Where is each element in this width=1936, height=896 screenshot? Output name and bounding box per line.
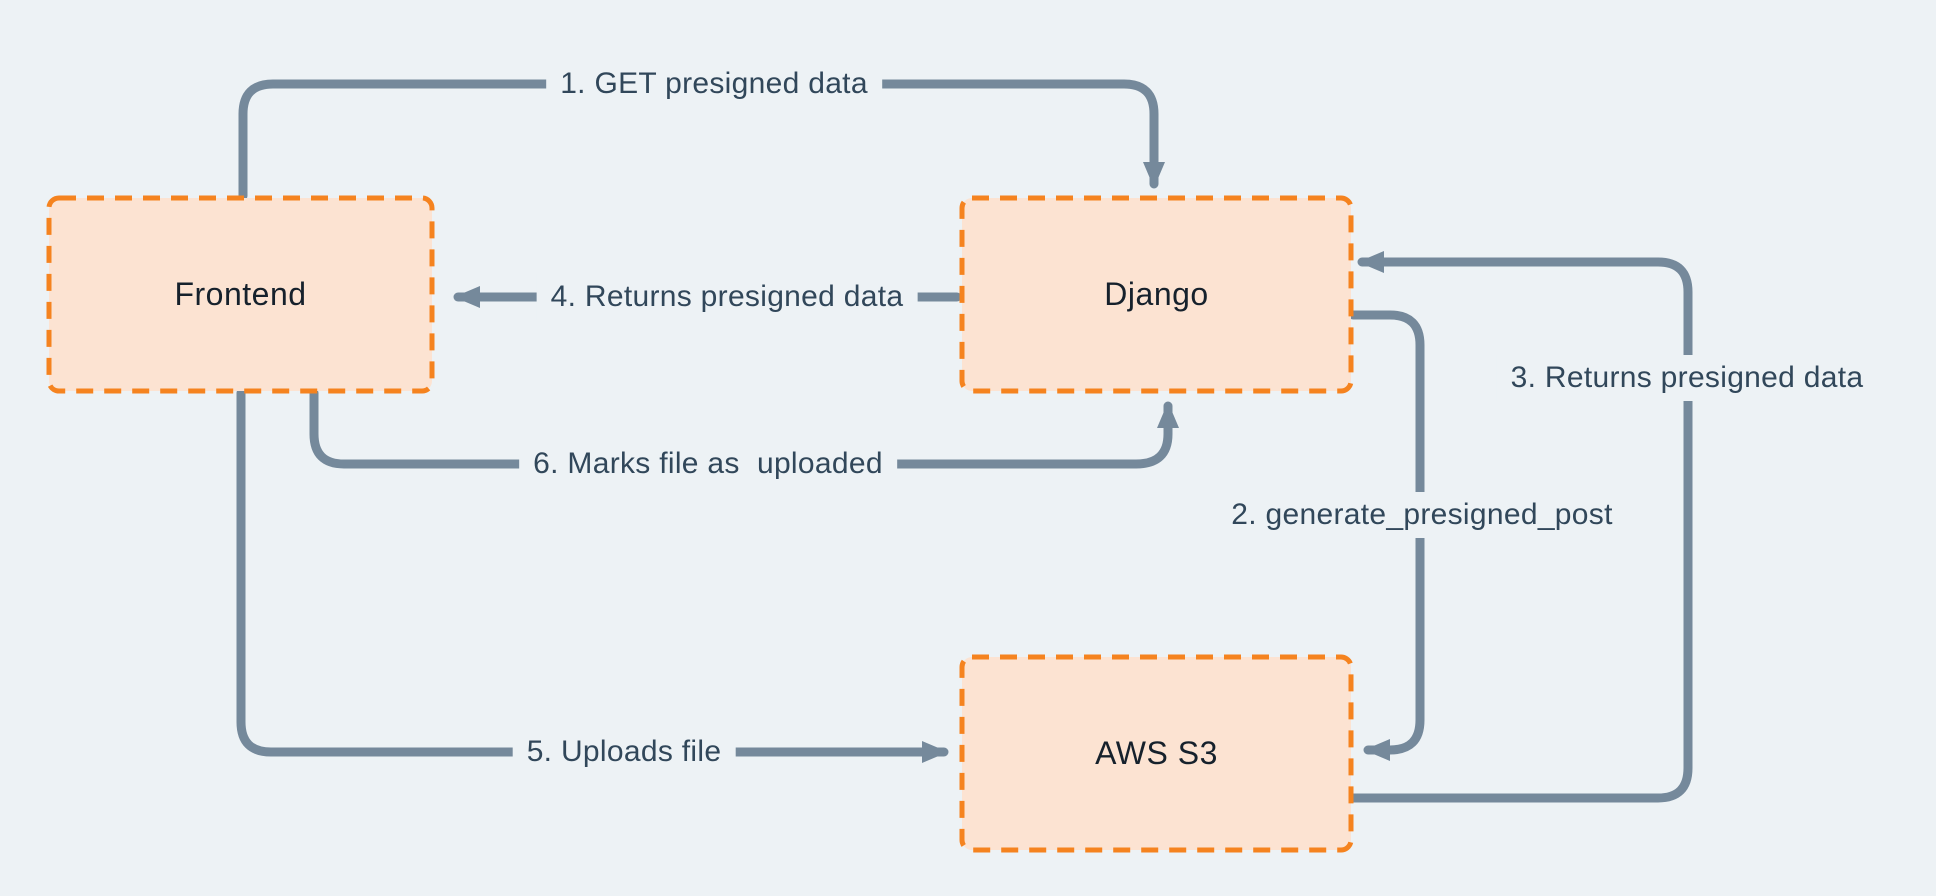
edge-1-label: 1. GET presigned data (546, 61, 882, 107)
edge-4-label: 4. Returns presigned data (536, 274, 918, 320)
edge-2-label: 2. generate_presigned_post (1217, 492, 1627, 538)
edge-3-arrow (1348, 251, 1693, 803)
edge-5-arrow (236, 388, 949, 763)
node-frontend-box (46, 195, 435, 394)
node-django-label: Django (1104, 276, 1209, 312)
edge-3-label: 3. Returns presigned data (1496, 355, 1878, 401)
node-aws-s3-box (959, 654, 1354, 853)
node-aws-s3-label: AWS S3 (1095, 735, 1218, 771)
edge-5-label: 5. Uploads file (512, 729, 736, 775)
node-django-box (959, 195, 1354, 394)
edge-6-label: 6. Marks file as uploaded (519, 441, 897, 487)
node-frontend-label: Frontend (174, 276, 307, 312)
